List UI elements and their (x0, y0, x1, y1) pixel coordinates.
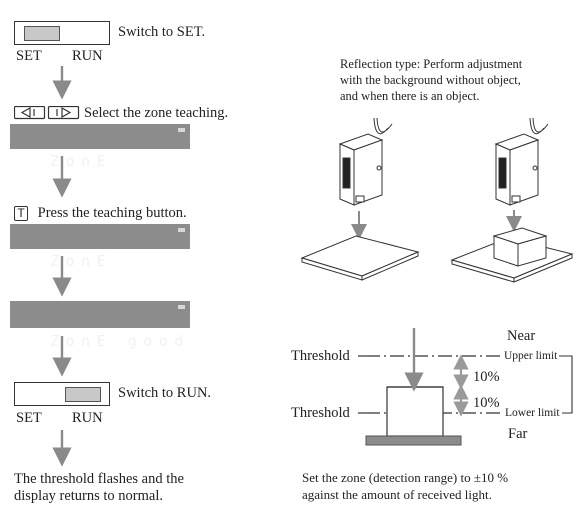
switch-knob-run (65, 387, 101, 402)
step2-text: Select the zone teaching. (84, 105, 229, 121)
lcd-display-zone-2: ZonE (10, 224, 190, 270)
switch-run (14, 382, 110, 406)
intro-line1: Reflection type: Perform adjustment (340, 57, 523, 71)
switch-knob-set (24, 26, 60, 41)
step5-text: Switch to RUN. (118, 385, 212, 401)
switch-set (14, 21, 110, 45)
lcd-zone-good-text: ZonE good (50, 332, 190, 350)
final-note-line1: The threshold flashes and the (14, 471, 184, 487)
set-label: SET (16, 48, 42, 64)
lcd-zone-text-2: ZonE (50, 252, 113, 270)
near-label: Near (507, 328, 536, 344)
lcd-indicator (178, 128, 185, 132)
run-label: RUN (72, 48, 103, 64)
step3-row: T Press the teaching button. (14, 204, 187, 222)
lcd-indicator (178, 228, 185, 232)
threshold-label-top: Threshold (291, 348, 350, 364)
threshold-label-bottom: Threshold (291, 405, 350, 421)
pct-top-label: 10% (473, 369, 500, 385)
object-cube (492, 227, 548, 267)
lcd-display-zone-1: ZonE (10, 124, 190, 170)
lcd-display-zone-good: ZonE good (10, 301, 190, 350)
step3-text: Press the teaching button. (37, 205, 187, 221)
far-label: Far (508, 426, 528, 442)
left-right-keys-icon (13, 105, 80, 125)
caption-line2: against the amount of received light. (302, 487, 492, 502)
lcd-zone-text-1: ZonE (50, 152, 113, 170)
upper-limit-label: Upper limit (502, 348, 560, 364)
run-label-2: RUN (72, 410, 103, 426)
intro-line2: with the background without object, (340, 73, 521, 87)
sensor-icon (338, 117, 393, 206)
base-plate (365, 435, 462, 446)
sensor-icon (494, 117, 549, 206)
caption-line1: Set the zone (detection range) to ±10 % (302, 470, 509, 485)
lcd-indicator (178, 305, 185, 309)
lower-limit-label: Lower limit (503, 405, 562, 421)
received-light-box (386, 386, 444, 437)
plate-left (300, 235, 420, 281)
final-note-line2: display returns to normal. (14, 488, 164, 504)
intro-line3: and when there is an object. (340, 89, 480, 103)
pct-bottom-label: 10% (473, 395, 500, 411)
set-label-2: SET (16, 410, 42, 426)
teach-key-icon: T (14, 206, 28, 222)
step1-text: Switch to SET. (118, 24, 206, 40)
